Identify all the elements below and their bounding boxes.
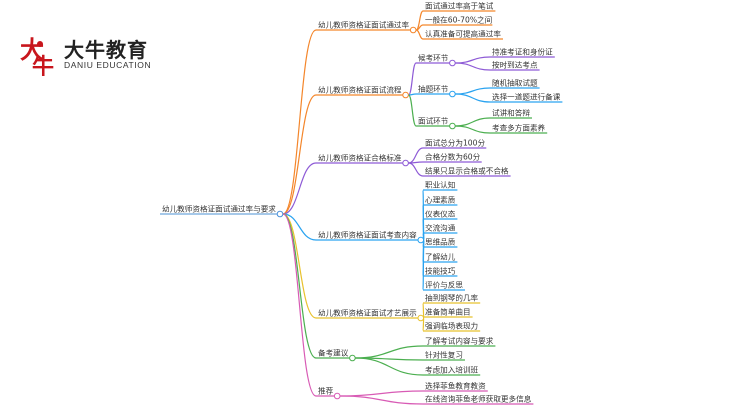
child-node[interactable]: 了解幼儿 — [425, 252, 456, 262]
collapse-toggle[interactable] — [333, 392, 341, 400]
child-node[interactable]: 面试总分为100分 — [425, 138, 485, 148]
child-node[interactable]: 考虑加入培训班 — [425, 365, 479, 375]
child-connector — [422, 317, 425, 332]
child-node[interactable]: 面试通过率高于笔试 — [425, 1, 494, 11]
child-node[interactable]: 了解考试内容与要求 — [425, 336, 494, 346]
child-connector — [408, 62, 417, 96]
child-node[interactable]: 结果只显示合格或不合格 — [425, 166, 509, 176]
collapse-toggle[interactable] — [449, 59, 456, 67]
collapse-toggle[interactable] — [417, 236, 425, 244]
root-node[interactable]: 幼儿教师资格证面试通过率与要求 — [162, 204, 276, 214]
branch-connector — [282, 162, 317, 215]
leaf-connector — [455, 117, 491, 127]
collapse-toggle[interactable] — [449, 90, 456, 98]
leaf-node[interactable]: 试讲和答辩 — [492, 108, 530, 118]
child-connector — [340, 395, 424, 405]
leaf-node[interactable]: 选择一道题进行备课 — [492, 92, 561, 102]
branch-connector — [282, 94, 317, 215]
branch-node[interactable]: 幼儿教师资格证面试考查内容 — [318, 230, 417, 240]
collapse-toggle[interactable] — [402, 91, 409, 99]
leaf-connector — [455, 62, 491, 71]
child-node[interactable]: 职业认知 — [425, 180, 455, 190]
child-node[interactable]: 强调临场表现力 — [425, 321, 478, 331]
collapse-toggle[interactable] — [417, 314, 425, 322]
child-node[interactable]: 合格分数为60分 — [425, 152, 481, 162]
brand-name-cn: 大牛教育 — [64, 38, 148, 62]
child-connector — [422, 232, 425, 241]
leaf-node[interactable]: 随机抽取试题 — [492, 78, 538, 88]
collapse-toggle[interactable] — [402, 159, 409, 167]
child-node[interactable]: 仪表仪态 — [425, 209, 456, 219]
collapse-toggle[interactable] — [449, 122, 456, 130]
child-connector — [355, 357, 424, 376]
branch-connector — [282, 213, 317, 241]
child-node[interactable]: 心理素质 — [425, 195, 456, 205]
child-connector — [416, 24, 424, 31]
svg-text:牛: 牛 — [32, 54, 54, 76]
leaf-node[interactable]: 考查多方面素养 — [492, 123, 546, 133]
child-node[interactable]: 评价与反思 — [425, 280, 463, 290]
brand-name-en: DANIU EDUCATION — [64, 60, 152, 70]
child-node[interactable]: 抽题环节 — [418, 84, 449, 94]
child-node[interactable]: 一般在60-70%之间 — [425, 15, 492, 25]
branch-node[interactable]: 幼儿教师资格证面试流程 — [318, 85, 402, 95]
child-node[interactable]: 准备简单曲目 — [425, 307, 471, 317]
branch-node[interactable]: 幼儿教师资格证面试通过率 — [318, 20, 410, 30]
daniu-logo-icon: 大 牛 — [20, 35, 54, 76]
branch-connector — [282, 29, 317, 215]
collapse-toggle[interactable] — [409, 26, 417, 34]
child-node[interactable]: 思维品质 — [425, 237, 456, 247]
branch-node[interactable]: 幼儿教师资格证合格标准 — [318, 153, 402, 163]
branch-node[interactable]: 幼儿教师资格证面试才艺展示 — [318, 308, 417, 318]
child-node[interactable]: 候考环节 — [418, 54, 449, 63]
branch-node[interactable]: 推荐 — [318, 386, 334, 396]
child-node[interactable]: 针对性复习 — [425, 350, 463, 360]
child-node[interactable]: 面试环节 — [418, 116, 449, 126]
child-connector — [408, 94, 417, 127]
leaf-connector — [455, 87, 491, 95]
collapse-toggle[interactable] — [349, 354, 356, 362]
child-connector — [422, 302, 425, 319]
child-connector — [422, 239, 425, 291]
child-node[interactable]: 选择菲鱼教育教资 — [425, 381, 486, 391]
leaf-connector — [455, 56, 491, 64]
child-node[interactable]: 技能技巧 — [425, 266, 456, 276]
child-connector — [340, 390, 424, 397]
brand-logo: 大 牛 大牛教育 DANIU EDUCATION — [18, 30, 198, 80]
branch-node[interactable]: 备考建议 — [318, 348, 349, 358]
branch-connector — [282, 213, 317, 359]
child-node[interactable]: 交流沟通 — [425, 223, 456, 233]
collapse-toggle[interactable] — [276, 210, 284, 218]
child-node[interactable]: 抽到钢琴的几率 — [425, 293, 479, 303]
leaf-connector — [455, 93, 491, 103]
child-connector — [416, 29, 424, 40]
branch-connector — [282, 213, 317, 397]
child-connector — [408, 147, 424, 164]
child-node[interactable]: 认真准备可提高通过率 — [425, 29, 501, 39]
leaf-node[interactable]: 持准考证和身份证 — [492, 47, 553, 57]
leaf-node[interactable]: 按时到达考点 — [492, 60, 538, 70]
child-connector — [355, 345, 424, 359]
leaf-connector — [455, 125, 491, 134]
child-node[interactable]: 在线咨询菲鱼老师获取更多信息 — [425, 394, 532, 404]
svg-text:大: 大 — [20, 35, 44, 64]
child-connector — [408, 162, 424, 177]
